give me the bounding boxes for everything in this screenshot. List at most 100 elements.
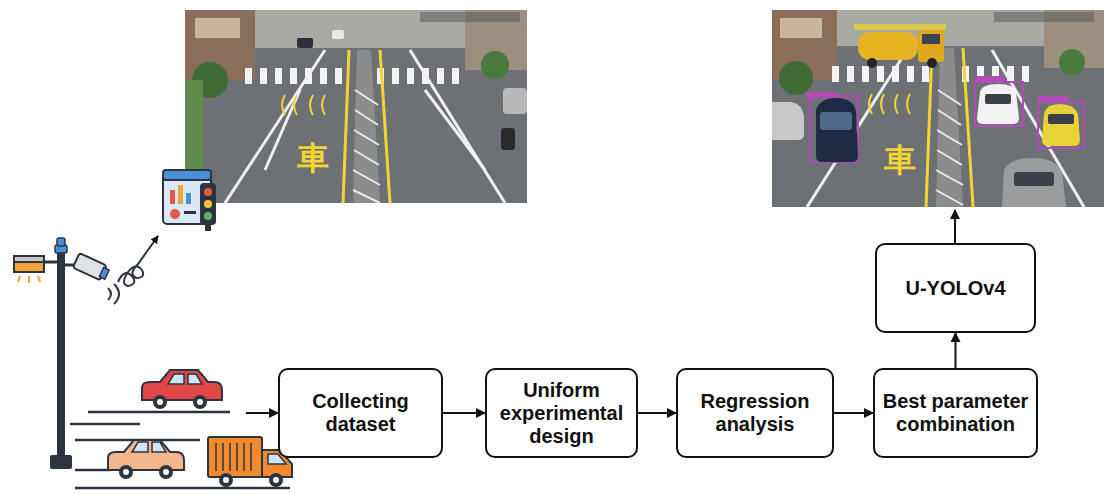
road-photo-part bbox=[225, 50, 505, 203]
road-photo-part-part bbox=[437, 68, 444, 84]
traffic-illustration-part bbox=[108, 440, 184, 470]
detection-photo-part-part bbox=[937, 150, 962, 165]
traffic-illustration-part bbox=[70, 423, 140, 426]
road-marking: 車 bbox=[297, 142, 329, 174]
road-photo-part-part bbox=[410, 50, 505, 203]
street-lamp-part bbox=[28, 276, 30, 283]
detection-photo-part bbox=[985, 94, 1011, 104]
road-photo-part-part bbox=[245, 68, 252, 84]
process-box: Collecting dataset bbox=[278, 368, 443, 458]
signal-waves bbox=[108, 284, 119, 304]
detection-photo-part-part bbox=[869, 94, 884, 114]
flow-arrow bbox=[955, 333, 957, 368]
traffic-illustration-part bbox=[163, 469, 169, 475]
road-photo-part-part bbox=[282, 95, 297, 115]
box-label: Regression analysis bbox=[678, 390, 832, 436]
street-lamp-part bbox=[14, 256, 44, 262]
road-photo-part-part bbox=[392, 68, 399, 84]
traffic-illustration-part-part bbox=[243, 443, 245, 471]
detection-photo-part-part bbox=[877, 66, 884, 82]
road-photo-part-part bbox=[260, 68, 267, 84]
road-photo-part-part bbox=[265, 90, 300, 170]
process-box: Uniform experimental design bbox=[485, 368, 638, 458]
dashboard-icon-part bbox=[178, 185, 183, 204]
traffic-illustration-part bbox=[223, 477, 229, 483]
box-label: Uniform experimental design bbox=[487, 379, 636, 448]
detection-photo-part bbox=[963, 48, 973, 207]
detection-photo-part-part bbox=[992, 50, 1084, 207]
road-photo-part-part bbox=[353, 170, 380, 185]
dashboard-icon-part bbox=[170, 190, 175, 204]
traffic-illustration-part bbox=[197, 399, 203, 405]
dashboard-icon-part bbox=[204, 212, 212, 220]
traffic-illustration-part bbox=[273, 477, 279, 483]
road-photo-part-part bbox=[355, 90, 378, 105]
detection-photo-part-part bbox=[936, 190, 963, 205]
road-photo-part-part bbox=[335, 68, 342, 84]
model-box: U-YOLOv4 bbox=[875, 243, 1036, 333]
road-photo-part-part bbox=[275, 68, 282, 84]
road-photo-part bbox=[332, 30, 344, 39]
traffic-illustration-part bbox=[193, 395, 207, 409]
road-marking: 車 bbox=[884, 144, 916, 176]
detection-photo-part bbox=[936, 48, 963, 207]
traffic-illustration bbox=[70, 370, 292, 488]
road-photo-part-part bbox=[225, 50, 325, 203]
traffic-illustration-part bbox=[208, 437, 262, 477]
wireless-link bbox=[118, 236, 158, 286]
process-box: Best parameter combination bbox=[873, 368, 1038, 458]
traffic-illustration-part-part bbox=[222, 443, 224, 471]
road-photo-part bbox=[282, 95, 325, 115]
traffic-illustration-part bbox=[75, 469, 110, 472]
detection-photo-part-part bbox=[936, 170, 963, 185]
detection-photo-part-part bbox=[807, 50, 907, 207]
road-photo-part-part bbox=[354, 150, 379, 165]
road-photo-part bbox=[353, 50, 380, 203]
road-photo bbox=[185, 10, 527, 203]
detection-photo-part bbox=[772, 10, 1104, 207]
detection-photo-part bbox=[1038, 96, 1068, 102]
road-photo-part bbox=[503, 88, 527, 114]
road-photo-part-part bbox=[310, 95, 325, 115]
road-photo-part-part bbox=[290, 68, 297, 84]
detection-photo-part bbox=[820, 112, 852, 130]
detection-photo-part bbox=[1002, 158, 1066, 207]
detection-photo-part-part bbox=[1022, 66, 1029, 82]
dashboard-icon-part bbox=[186, 193, 191, 204]
road-photo-part bbox=[501, 128, 515, 150]
road-photo-part bbox=[380, 50, 390, 203]
detection-photo-part-part bbox=[862, 66, 869, 82]
detection-photo-part bbox=[780, 18, 822, 38]
traffic-illustration-part bbox=[142, 370, 222, 400]
traffic-illustration-part bbox=[159, 465, 173, 479]
street-lamp-part bbox=[73, 253, 111, 282]
street-lamp bbox=[14, 238, 110, 469]
process-box: Regression analysis bbox=[676, 368, 834, 458]
detection-photo-part bbox=[858, 32, 918, 60]
detection-photo-part bbox=[1014, 172, 1054, 186]
road-marking-text: 車 bbox=[297, 139, 329, 177]
detection-photo-part bbox=[926, 48, 932, 207]
detection-photo-part-part bbox=[847, 66, 854, 82]
detection-photo-part bbox=[867, 58, 877, 68]
detection-photo-part bbox=[977, 84, 1019, 124]
traffic-illustration-part-part bbox=[229, 443, 231, 471]
road-photo-part-part bbox=[354, 130, 379, 145]
dashboard-icon-part bbox=[205, 225, 211, 231]
flow-arrow bbox=[443, 412, 485, 414]
input-arrow bbox=[246, 412, 278, 414]
detection-photo-part-part bbox=[938, 110, 961, 125]
detection-photo bbox=[772, 10, 1104, 207]
road-photo-part-part bbox=[425, 90, 485, 170]
road-photo-part bbox=[343, 50, 349, 203]
detection-photo-part bbox=[927, 58, 937, 68]
flow-arrow bbox=[834, 412, 873, 414]
detection-photo-part-part bbox=[907, 66, 914, 82]
dashboard-icon-part bbox=[163, 170, 211, 180]
traffic-illustration-part-part bbox=[215, 443, 217, 471]
detection-photo-part bbox=[807, 50, 1084, 207]
flow-arrow bbox=[638, 412, 676, 414]
detection-photo-part bbox=[869, 94, 910, 114]
street-lamp-part bbox=[57, 250, 65, 460]
